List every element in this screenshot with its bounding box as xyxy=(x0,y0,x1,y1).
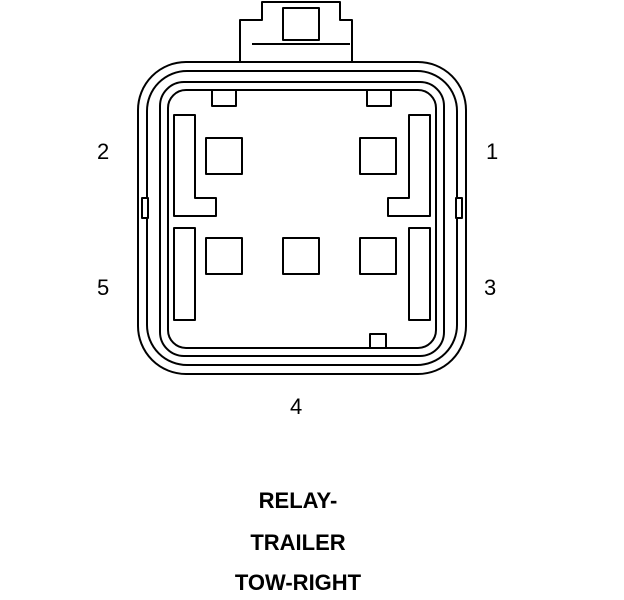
terminal-pin-1 xyxy=(359,137,397,175)
pin-label-1: 1 xyxy=(486,139,498,164)
pin-label-3: 3 xyxy=(484,275,496,300)
connector-cavity xyxy=(159,81,445,357)
rail-right-lower xyxy=(408,227,431,321)
pin-label-4: 4 xyxy=(290,394,302,419)
key-top-left xyxy=(211,89,237,107)
terminal-pin-2 xyxy=(205,137,243,175)
title-line-3: TOW-RIGHT xyxy=(235,570,362,595)
key-bottom xyxy=(369,333,387,349)
terminal-pin-4 xyxy=(282,237,320,275)
key-top-right xyxy=(366,89,392,107)
title-line-1: RELAY- xyxy=(259,488,338,513)
rail-left-lower xyxy=(173,227,196,321)
title-line-2: TRAILER xyxy=(250,530,345,555)
terminal-pin-3 xyxy=(359,237,397,275)
pin-label-2: 2 xyxy=(97,139,109,164)
connector-latch xyxy=(239,1,353,63)
rail-right-upper xyxy=(387,114,431,217)
connector-housing xyxy=(137,61,467,375)
rail-left-upper xyxy=(173,114,217,217)
pin-label-5: 5 xyxy=(97,275,109,300)
terminal-pin-5 xyxy=(205,237,243,275)
